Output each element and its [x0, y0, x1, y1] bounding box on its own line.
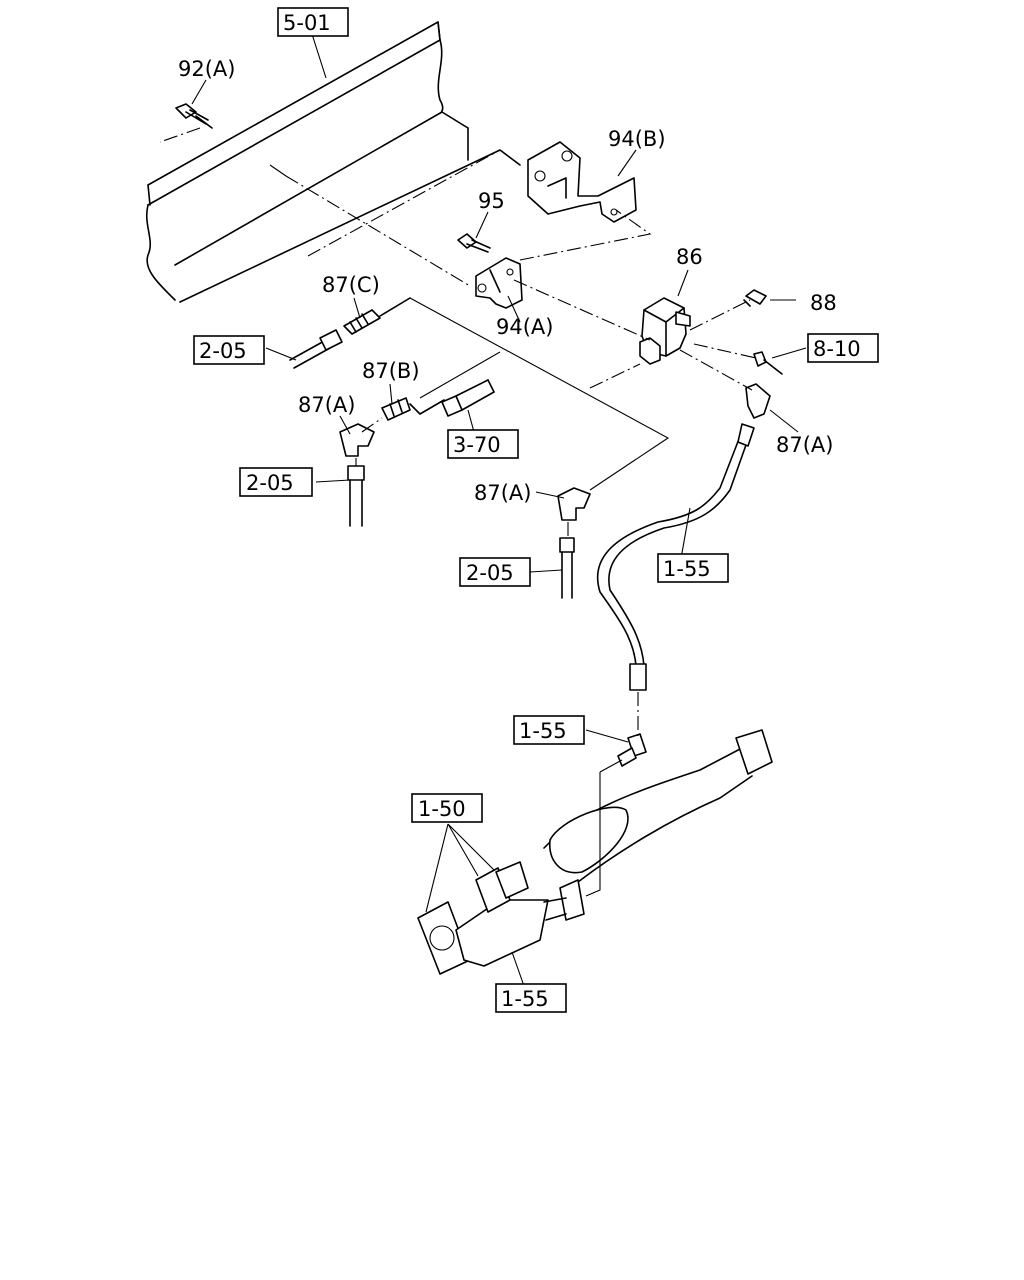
- ref-box-3-70: [447, 429, 519, 459]
- fitting-87c: [343, 297, 411, 335]
- ref-box-1-55-pipe: [495, 983, 567, 1013]
- ref-box-2-05-low: [459, 557, 531, 587]
- elbow-87a-center: [557, 487, 591, 521]
- plug-88: [743, 289, 767, 307]
- ref-box-2-05-top: [193, 335, 265, 365]
- label-ref-1-55-pipe: 1-55: [501, 987, 549, 1011]
- leader-lines: [159, 33, 807, 987]
- label-part-92a: 92(A): [178, 57, 235, 81]
- label-ref-2-05-top: 2-05: [199, 339, 247, 363]
- label-part-86: 86: [676, 245, 703, 269]
- bracket-94a: [475, 257, 523, 309]
- fitting-87b: [381, 397, 445, 421]
- label-ref-2-05-low: 2-05: [466, 561, 514, 585]
- bolt-92a: [175, 103, 213, 129]
- label-part-87c: 87(C): [322, 273, 380, 297]
- connector-8-10: [753, 351, 783, 375]
- label-ref-2-05-mid: 2-05: [246, 471, 294, 495]
- label-part-95: 95: [478, 189, 505, 213]
- pipe-2-05-low: [559, 537, 575, 599]
- label-ref-1-55-tee: 1-55: [519, 719, 567, 743]
- labels: 5-01 92(A) 94(B) 95 86 88 87(C) 2-05 94(…: [178, 11, 861, 1011]
- label-part-94a: 94(A): [496, 315, 553, 339]
- ref-box-1-55-hose: [657, 553, 729, 583]
- ref-box-1-55-tee: [513, 715, 585, 745]
- ref-box-2-05-mid: [239, 467, 313, 497]
- label-part-87b: 87(B): [362, 359, 420, 383]
- label-part-87a-left: 87(A): [298, 393, 355, 417]
- label-part-87a-center: 87(A): [474, 481, 531, 505]
- label-ref-8-10: 8-10: [813, 337, 861, 361]
- ref-box-1-50: [411, 793, 483, 823]
- bracket-94b: [527, 141, 637, 223]
- ref-box-5-01: [277, 7, 349, 37]
- bolt-95: [457, 233, 491, 253]
- elbow-87a-left: [339, 423, 375, 457]
- label-part-94b: 94(B): [608, 127, 666, 151]
- reference-boxes: [193, 7, 879, 1013]
- label-ref-5-01: 5-01: [283, 11, 331, 35]
- exhaust-assembly: [417, 729, 773, 975]
- label-part-88: 88: [810, 291, 837, 315]
- pipe-3-70: [441, 379, 495, 417]
- valve-86: [639, 297, 691, 365]
- ref-box-8-10: [807, 333, 879, 363]
- pipe-2-05-top: [289, 329, 343, 369]
- label-ref-1-50: 1-50: [418, 797, 466, 821]
- label-ref-3-70: 3-70: [453, 433, 501, 457]
- elbow-87a-right: [745, 383, 771, 419]
- tee-1-55: [617, 733, 647, 767]
- label-part-87a-right: 87(A): [776, 433, 833, 457]
- hose-1-55: [596, 423, 755, 691]
- pipe-2-05-mid: [347, 465, 365, 527]
- label-ref-1-55-hose: 1-55: [663, 557, 711, 581]
